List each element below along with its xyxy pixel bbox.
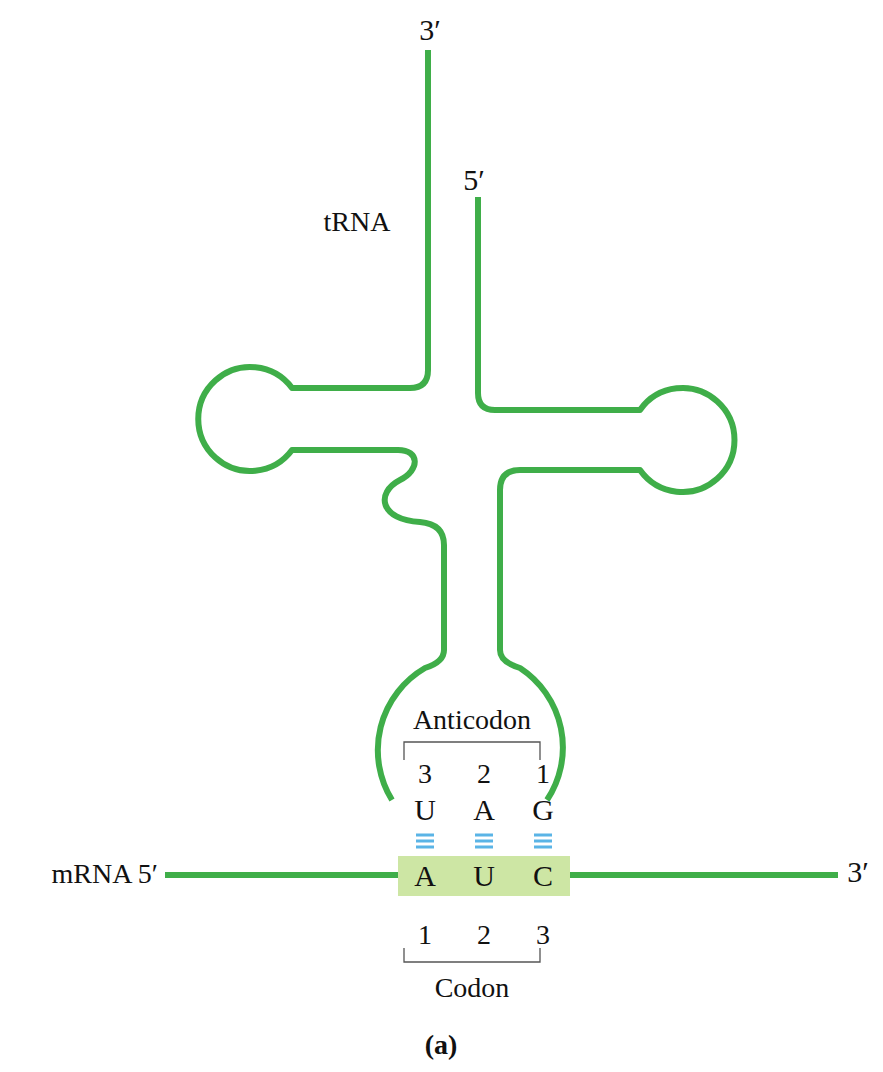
position-number: 1 [536, 760, 550, 788]
base-letter: U [473, 861, 495, 891]
region-label: Anticodon [413, 706, 531, 734]
position-number: 1 [418, 921, 432, 949]
position-number: 2 [477, 760, 491, 788]
strand-end-label: 3′ [419, 15, 441, 45]
base-letter: G [532, 795, 554, 825]
codon-bracket [404, 948, 540, 962]
anticodon-bracket [404, 742, 540, 760]
molecule-label: mRNA 5′ [52, 860, 158, 888]
base-letter: A [473, 795, 495, 825]
position-number: 3 [418, 760, 432, 788]
base-letter: U [414, 795, 436, 825]
position-number: 3 [536, 921, 550, 949]
strand-end-label: 5′ [463, 165, 485, 195]
region-label: Codon [435, 974, 510, 1002]
molecule-label: tRNA [324, 208, 391, 236]
base-letter: C [533, 861, 553, 891]
strand-end-label: 3′ [847, 857, 869, 887]
codon-box: AUC [398, 856, 570, 896]
panel-caption: (a) [425, 1031, 458, 1059]
base-letter: A [414, 861, 436, 891]
trna-strand [198, 50, 444, 800]
position-number: 2 [477, 921, 491, 949]
base-pair-marks [416, 835, 552, 847]
